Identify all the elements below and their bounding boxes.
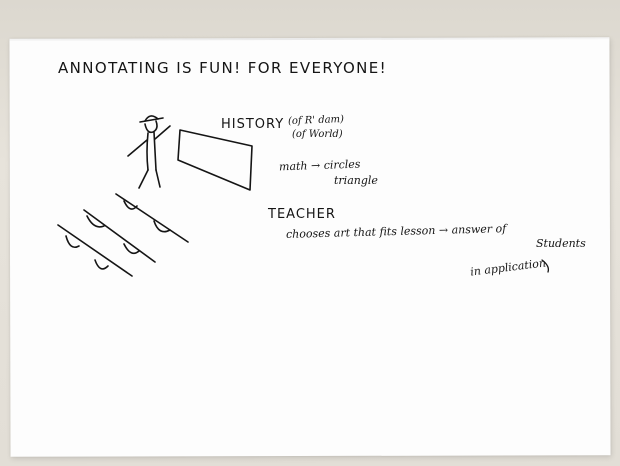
figure-hat <box>139 117 164 123</box>
application-tail <box>541 259 550 273</box>
student-head-5 <box>65 235 80 249</box>
figure-leg-right <box>155 169 161 188</box>
history-note-rdam: (of R' dam) <box>287 114 345 127</box>
headline: ANNOTATING IS FUN! FOR EVERYONE! <box>58 59 388 77</box>
figure-body-right <box>153 131 157 171</box>
stick-figure-icon <box>127 115 171 189</box>
student-desks-icon <box>57 193 189 277</box>
history-note-world: (of World) <box>292 129 343 140</box>
math-triangle-label: triangle <box>334 174 378 187</box>
teacher-label: TEACHER <box>268 207 336 222</box>
history-label: HISTORY <box>221 117 285 132</box>
desk-row-3 <box>57 224 133 277</box>
figure-arm-left <box>127 139 148 157</box>
student-head-1 <box>123 200 138 210</box>
desk-row-2 <box>83 209 156 263</box>
students-label: Students <box>536 237 586 250</box>
figure-body <box>146 132 149 171</box>
student-head-2 <box>153 220 171 233</box>
desk-row-1 <box>115 193 189 243</box>
figure-leg-left <box>138 169 149 189</box>
student-head-6 <box>94 259 109 270</box>
figure-hat-top <box>144 115 159 122</box>
figure-arm-right <box>154 125 171 140</box>
figure-head <box>144 120 158 134</box>
student-head-4 <box>123 243 140 255</box>
blackboard-icon <box>177 129 253 191</box>
student-head-3 <box>86 215 105 228</box>
board-outline <box>177 129 253 191</box>
math-label: math → circles <box>278 157 361 174</box>
